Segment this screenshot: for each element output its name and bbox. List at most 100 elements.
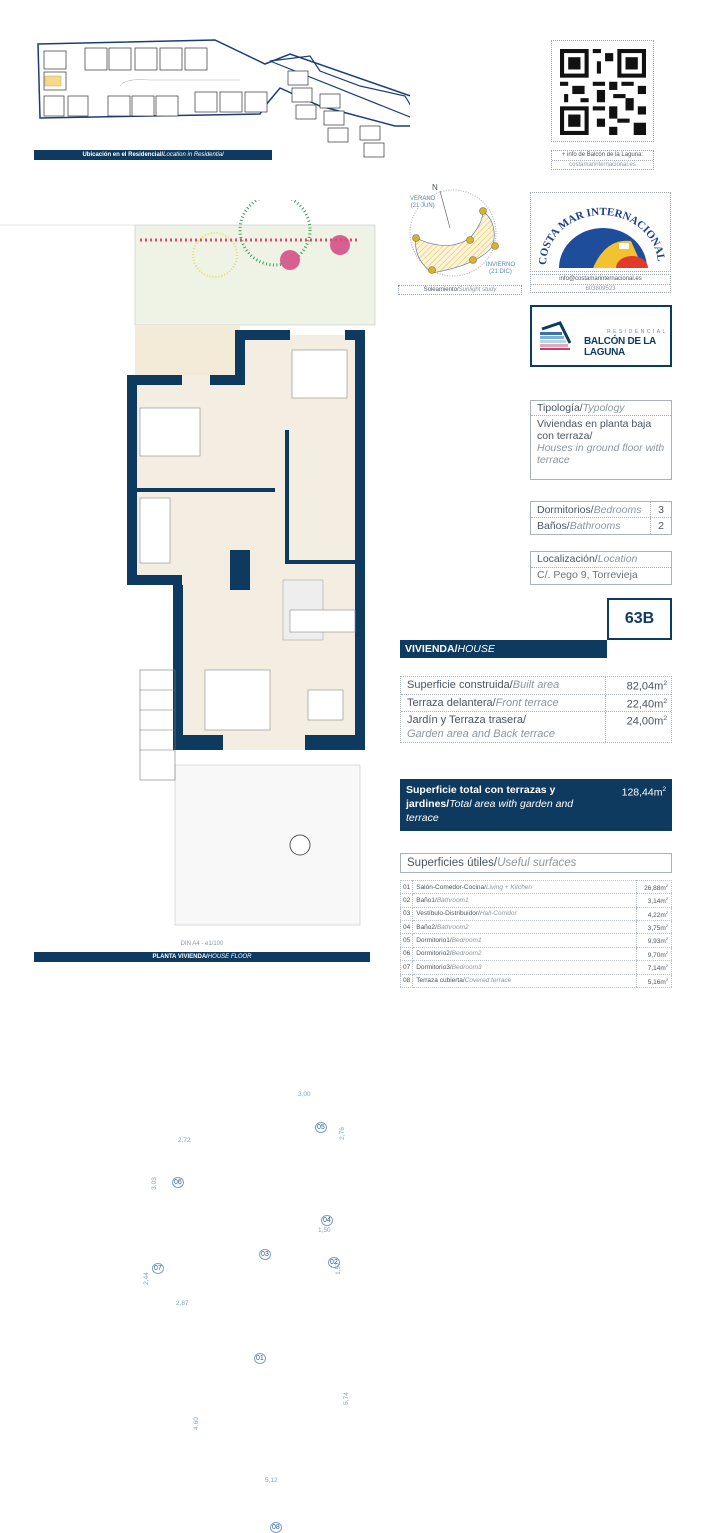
plan-caption-bar: PLANTA VIVIENDA/HOUSE FLOOR (34, 952, 370, 962)
useful-title: Superficies útiles/Useful surfaces (400, 853, 672, 873)
area-label: Jardín y Terraza trasera/ (407, 714, 527, 727)
total-unit-sup: 2 (662, 786, 666, 793)
sun-diagram: N VERANO(21 JUN) INVIERNO(21 DIC) (398, 183, 523, 283)
useful-label-es: Dormitorio3/ (416, 963, 452, 971)
useful-row-label: Vestíbulo-Distribuidor/Hall-Corridor (412, 907, 637, 922)
location-value: C/. Pego 9, Torrevieja (537, 569, 638, 581)
winter-label: INVIERNO (486, 262, 516, 268)
useful-label-en: Living + Kitchen (485, 883, 533, 891)
plan-caption: PLANTA VIVIENDA/ (152, 954, 208, 960)
useful-row-value: 4,22m2 (636, 907, 672, 922)
dimension: 1,50 (318, 1227, 331, 1234)
agency-contact: info@costamarinternacional.es 603809523 (530, 274, 671, 293)
room-tag: 05 (315, 1122, 327, 1133)
useful-label-en: Hall-Corridor (479, 910, 517, 918)
useful-label-es: Vestíbulo-Distribuidor/ (416, 910, 480, 918)
useful-label-es: Baño2/ (416, 923, 437, 931)
brand-name: BALCÓN DE LA LAGUNA (584, 336, 656, 358)
area-unit-sup: 2 (663, 715, 667, 723)
qr-code-icon (560, 49, 646, 135)
dimension: 2,76 (338, 1127, 346, 1140)
useful-row-number: 05 (400, 933, 414, 948)
agency-logo: COSTA MAR INTERNACIONAL (530, 192, 671, 272)
useful-unit-sup: 2 (665, 936, 668, 942)
useful-row-number: 06 (400, 947, 414, 962)
area-row: Superficie construida/Built area 82,04m2 (401, 677, 671, 695)
sun-caption-es: Soleamiento/ (423, 287, 459, 293)
room-tag: 06 (172, 1177, 184, 1188)
useful-row-value: 3,75m2 (636, 920, 672, 935)
room-tag: 03 (259, 1249, 271, 1260)
house-bar: VIVIENDA/HOUSE (400, 640, 607, 658)
sun-caption-en: Sunlight study (458, 287, 497, 293)
useful-unit-sup: 2 (665, 896, 668, 902)
area-label-en: Built area (512, 679, 560, 691)
brand-small: RESIDENCIAL (607, 329, 668, 335)
useful-value: 3,75m (647, 925, 666, 933)
site-map (30, 36, 426, 171)
useful-row-label: Terraza cubierta/Covered terrace (412, 974, 637, 988)
unit-highlight (44, 75, 62, 87)
useful-row-value: 3,14m2 (636, 893, 672, 908)
dimension: 2,87 (176, 1300, 189, 1307)
useful-value: 26,88m (644, 885, 666, 893)
area-label: Superficie construida/ (407, 679, 513, 691)
useful-row-label: Dormitorio2/Bedroom2 (412, 947, 637, 962)
location-label-en: Location (597, 553, 638, 565)
site-caption-en: Location in Residential (163, 152, 224, 158)
total-label-en: Total area with garden and terrace (406, 798, 574, 824)
room-tag: 01 (254, 1353, 266, 1364)
useful-value: 7,14m (647, 965, 666, 973)
useful-title-en: Useful surfaces (497, 857, 577, 869)
qr-code[interactable] (551, 40, 654, 142)
qr-url[interactable]: costamarinternacional.es (569, 162, 636, 168)
dimension: 3,03 (150, 1177, 158, 1190)
area-unit-sup: 2 (663, 697, 667, 705)
typology-value: Viviendas en planta baja con terraza/ (537, 418, 652, 442)
summer-date: (21 JUN) (410, 203, 435, 209)
dimension: 2,72 (178, 1137, 191, 1144)
dimension: 5,12 (265, 1477, 278, 1484)
qr-info-line: + info de Balcón de la Laguna: (552, 151, 653, 161)
typology-value-en: Houses in ground floor with terrace (537, 442, 665, 466)
dimension: 1,57 (334, 1262, 342, 1275)
useful-row-label: Baño1/Bathroom1 (412, 893, 637, 908)
house-label-en: HOUSE (457, 643, 495, 655)
useful-row-label: Salón-Comedor-Cocina/Living + Kitchen (412, 880, 637, 895)
plan-scale: DIN A4 - e1/100 (180, 941, 224, 947)
bedrooms-label-en: Bedrooms (593, 504, 642, 516)
useful-label-en: Bedroom1 (451, 937, 482, 945)
useful-unit-sup: 2 (665, 883, 668, 888)
bathrooms-label: Baños/ (537, 520, 570, 532)
site-caption-bar: Ubicación en el Residencial/Location in … (34, 150, 272, 160)
area-label: Terraza delantera/ (407, 696, 496, 709)
total-box: Superficie total con terrazas y jardines… (400, 779, 672, 831)
useful-label-es: Dormitorio2/ (416, 950, 452, 958)
useful-label-en: Bathroom1 (436, 896, 469, 904)
useful-unit-sup: 2 (665, 923, 668, 929)
plan-caption-en: HOUSE FLOOR (207, 954, 252, 960)
useful-label-en: Bedroom2 (451, 950, 482, 958)
useful-row-value: 7,14m2 (636, 960, 672, 975)
summer-label: VERANO (410, 196, 436, 202)
location-box: Localización/Location C/. Pego 9, Torrev… (530, 551, 672, 585)
agency-phone[interactable]: 603809523 (585, 286, 616, 292)
useful-value: 9,70m (647, 951, 666, 959)
dimension: 2,44 (142, 1272, 150, 1285)
area-value: 24,00m (626, 715, 664, 728)
area-value: 22,40m (626, 698, 664, 711)
area-unit-sup: 2 (663, 680, 667, 687)
area-value: 82,04m (626, 680, 664, 693)
agency-email[interactable]: info@costamarinternacional.es (531, 275, 670, 285)
floor-plan: 01 02 03 04 05 06 07 08 3,00 2,72 3,03 2… (0, 193, 390, 1533)
room-tag: 08 (270, 1522, 282, 1533)
